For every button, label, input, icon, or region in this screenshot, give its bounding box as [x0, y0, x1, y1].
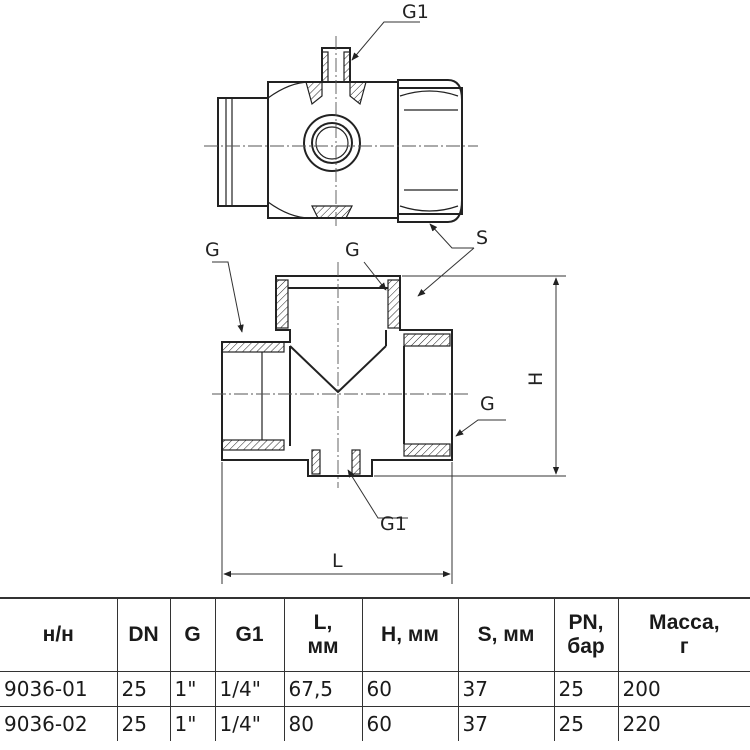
header-cell: PN,бар: [553, 597, 619, 672]
table-cell: 1": [169, 706, 216, 741]
label-g-mid: G: [345, 239, 360, 261]
top-view: [204, 36, 478, 228]
label-l: L: [332, 550, 343, 572]
leader-lines: [212, 21, 506, 519]
table-row: 9036-01 25 1" 1/4" 67,5 60 37 25 200: [0, 671, 750, 707]
front-view: [212, 262, 566, 584]
header-cell: S, мм: [457, 597, 555, 672]
header-cell: G1: [214, 597, 285, 672]
table-row: 9036-02 25 1" 1/4" 80 60 37 25 220: [0, 706, 750, 741]
label-s: S: [476, 227, 488, 249]
table-cell: 37: [457, 706, 555, 741]
header-cell: H, мм: [361, 597, 459, 672]
table-cell: 37: [457, 671, 555, 707]
label-g1-bottom: G1: [380, 513, 407, 535]
header-cell: н/н: [0, 597, 118, 672]
technical-drawing: G1 G G S H G G1 L: [204, 1, 566, 584]
header-cell: L,мм: [283, 597, 363, 672]
table-cell: 67,5: [283, 671, 363, 707]
table-cell: 80: [283, 706, 363, 741]
table-cell: 1/4": [214, 706, 285, 741]
table-cell: 1": [169, 671, 216, 707]
label-h: H: [525, 372, 547, 386]
table-cell: 25: [116, 671, 171, 707]
label-g-right: G: [480, 393, 495, 415]
table-cell: 9036-01: [0, 671, 118, 707]
label-g1-top: G1: [402, 1, 429, 23]
header-cell: DN: [116, 597, 171, 672]
table-cell: 60: [361, 706, 459, 741]
table-cell: 60: [361, 671, 459, 707]
table-cell: 25: [553, 706, 619, 741]
table-cell: 9036-02: [0, 706, 118, 741]
table-header-row: н/н DN G G1 L,мм H, мм S, мм PN,бар Масс…: [0, 597, 750, 672]
table-cell: 200: [617, 671, 750, 707]
specification-table: н/н DN G G1 L,мм H, мм S, мм PN,бар Масс…: [0, 597, 750, 741]
table-cell: 220: [617, 706, 750, 741]
table-cell: 25: [116, 706, 171, 741]
table-cell: 25: [553, 671, 619, 707]
header-cell: G: [169, 597, 216, 672]
label-g-left: G: [205, 239, 220, 261]
header-cell: Масса,г: [617, 597, 750, 672]
table-cell: 1/4": [214, 671, 285, 707]
